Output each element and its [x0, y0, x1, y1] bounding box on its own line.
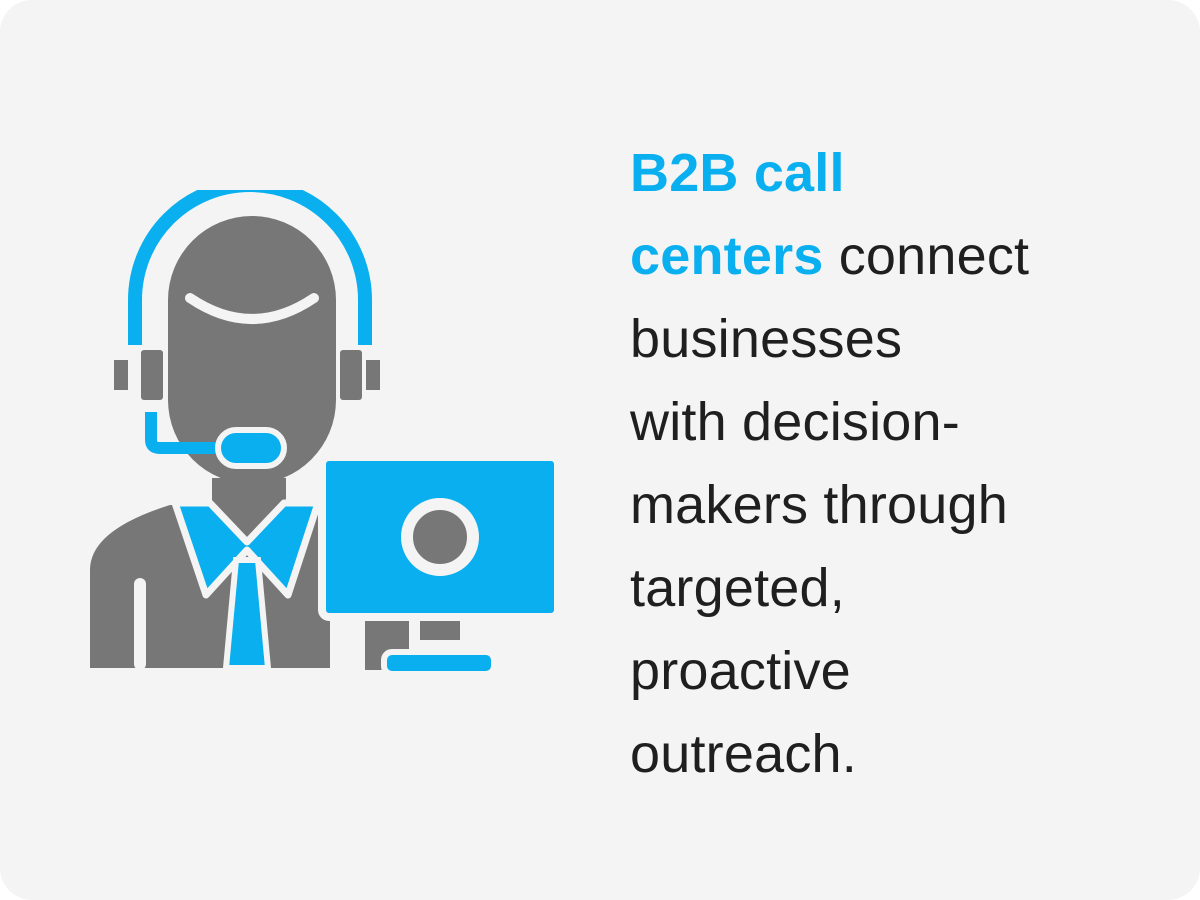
headline-line: B2B call	[630, 143, 845, 203]
tie-icon	[222, 557, 272, 671]
headline-line: targeted,	[630, 558, 845, 618]
headline-line: outreach.	[630, 724, 857, 784]
monitor-avatar-icon	[401, 498, 479, 576]
headline-line: with decision-	[630, 392, 960, 452]
ear-cup-left-icon	[141, 350, 163, 400]
headline-line: proactive	[630, 641, 851, 701]
call-center-agent-icon	[90, 190, 562, 677]
head-icon	[168, 216, 336, 484]
headset-band-icon	[128, 190, 372, 345]
microphone-icon	[145, 412, 230, 454]
headline-line: businesses	[630, 309, 903, 369]
headline-text: B2B call centers connect businesses with…	[630, 132, 1150, 796]
headline-line: makers through	[630, 475, 1008, 535]
ear-cup-right-icon	[340, 350, 362, 400]
headline-line: centers connect	[630, 226, 1030, 286]
